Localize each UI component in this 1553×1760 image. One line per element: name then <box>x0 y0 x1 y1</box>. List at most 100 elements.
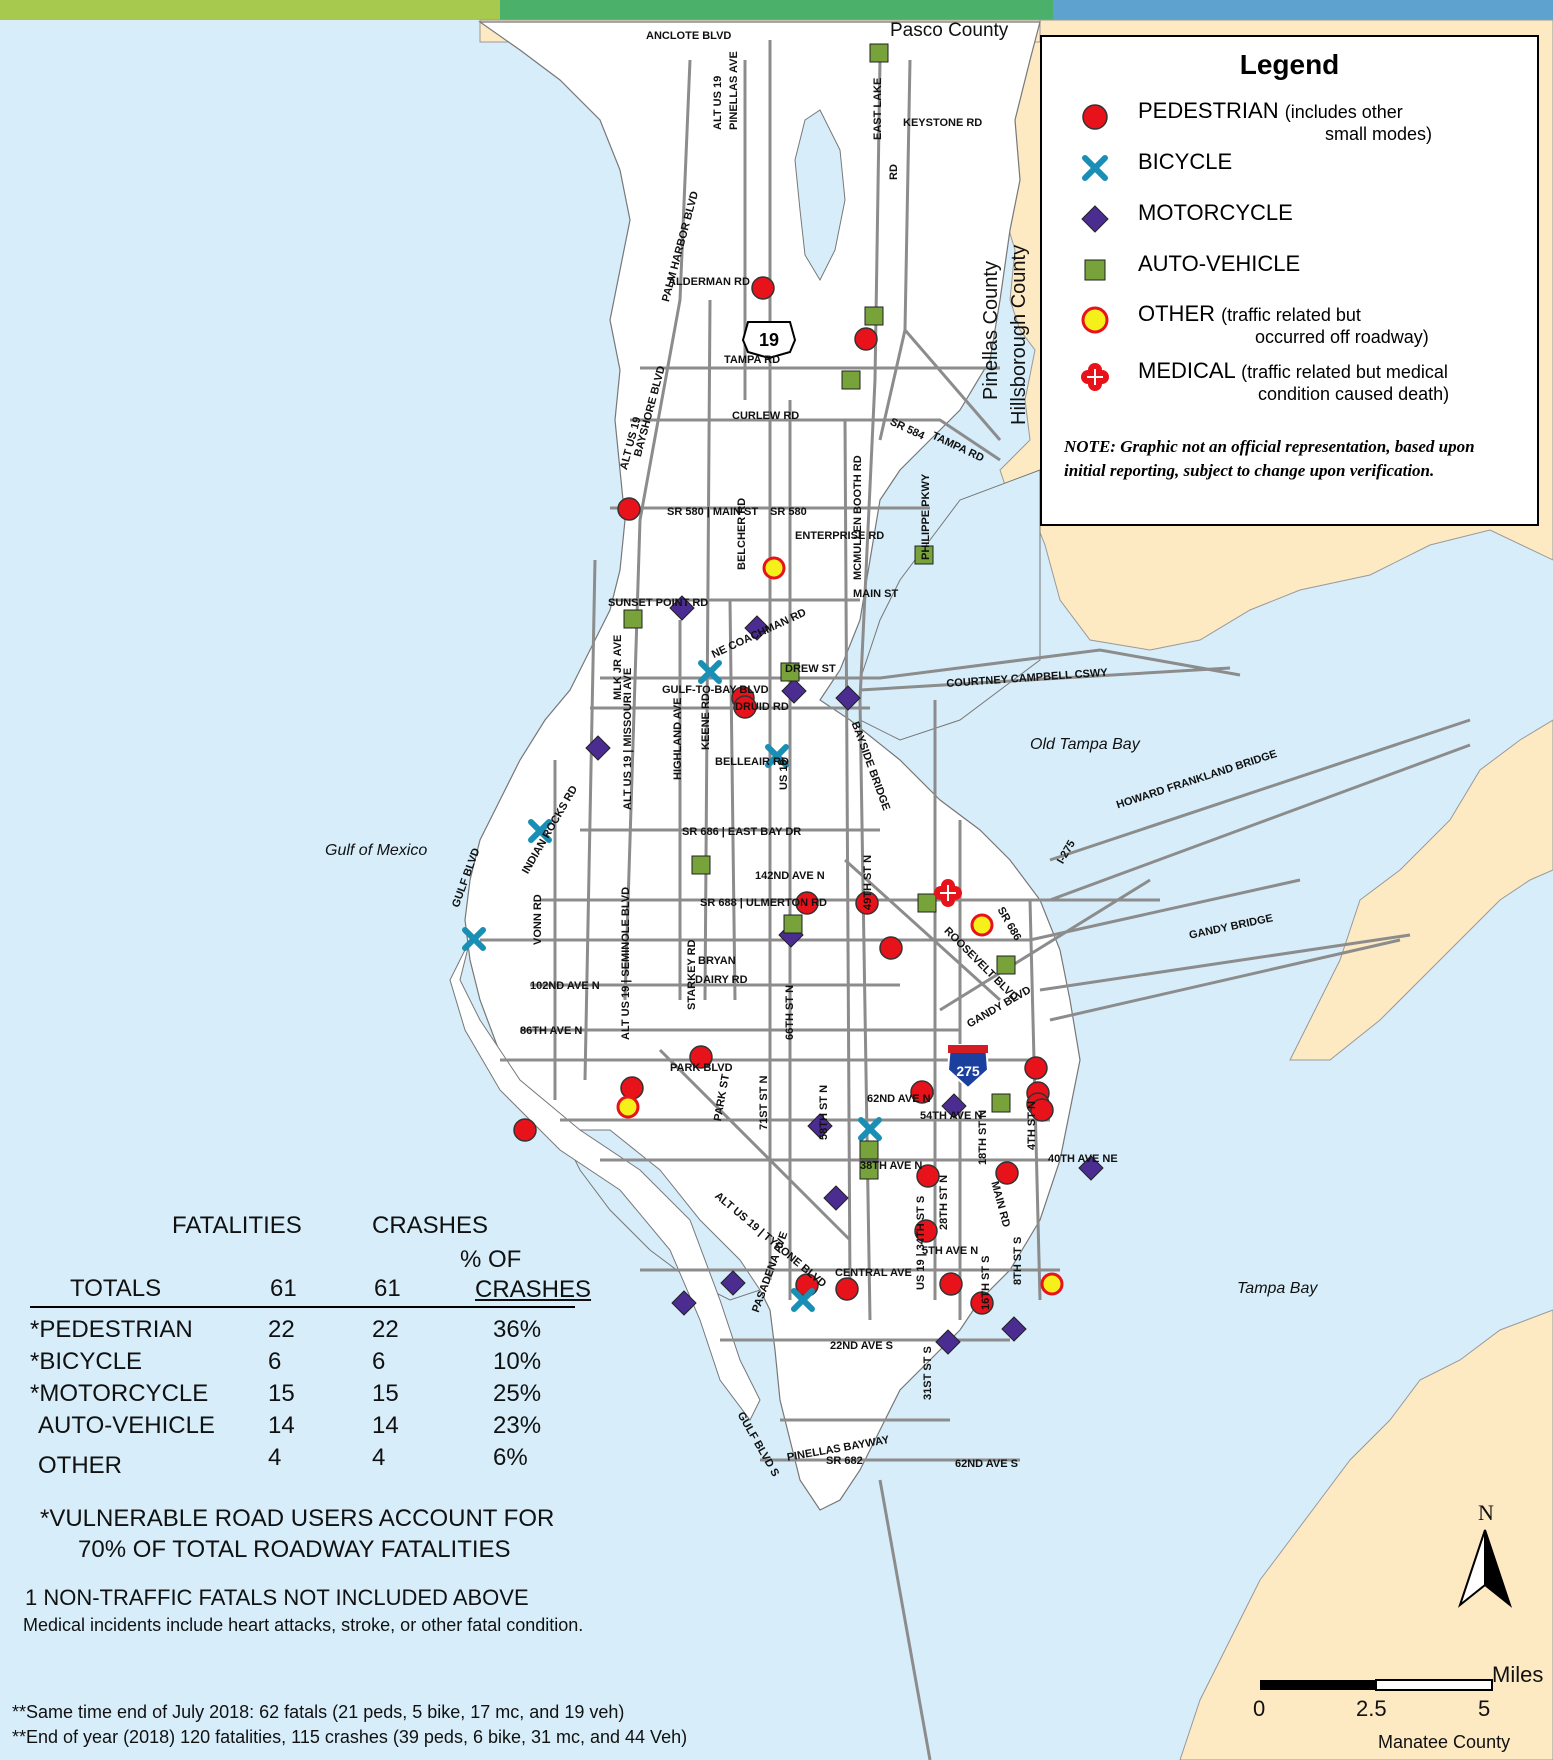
bridges <box>859 666 1471 992</box>
top-bar-green-light <box>0 0 500 20</box>
vulnerable-line-1: *VULNERABLE ROAD USERS ACCOUNT FOR <box>40 1505 555 1532</box>
stat-row-label: *BICYCLE <box>30 1348 143 1375</box>
road-label: SUNSET POINT RD <box>608 597 709 609</box>
road-label: 58TH ST N <box>818 1084 830 1140</box>
road-label: ALT US 19 <box>712 75 724 130</box>
road-label: TAMPA RD <box>724 354 781 366</box>
auto-vehicle-marker <box>841 370 861 390</box>
road-label: 62ND AVE S <box>955 1458 1018 1470</box>
pedestrian-marker <box>751 276 775 300</box>
footnote-year-end: **End of year (2018) 120 fatalities, 115… <box>12 1727 688 1747</box>
road-label: US 19 <box>778 759 790 790</box>
motorcycle-marker <box>669 595 695 621</box>
road-label: PHILIPPE PKWY <box>920 473 932 560</box>
road-label: ANCLOTE BLVD <box>646 30 732 42</box>
legend-pedestrian-text: PEDESTRIAN <box>1138 98 1279 123</box>
other-marker <box>970 913 994 937</box>
legend-other-label: OTHER (traffic related but <box>1138 301 1361 327</box>
road-label: 4TH ST N <box>1026 1101 1038 1150</box>
us19-shield-number: 19 <box>759 330 779 350</box>
stat-row-label: *PEDESTRIAN <box>30 1316 193 1343</box>
road-label: CENTRAL AVE <box>835 1267 912 1279</box>
pedestrian-marker <box>916 1164 940 1188</box>
top-bar-green <box>500 0 1053 20</box>
scale-tick-5: 5 <box>1478 1696 1491 1721</box>
road-label: 22ND AVE S <box>830 1340 893 1352</box>
motorcycle-marker <box>1001 1316 1027 1342</box>
manatee-county-label: Manatee County <box>1378 1732 1511 1752</box>
pedestrian-marker <box>914 1219 938 1243</box>
road-label: BELLEAIR RD <box>715 756 789 768</box>
non-traffic-note: 1 NON-TRAFFIC FATALS NOT INCLUDED ABOVE <box>25 1585 529 1610</box>
scale-tick-2-5: 2.5 <box>1356 1696 1387 1721</box>
other-marker <box>616 1095 640 1119</box>
legend-pedestrian-label: PEDESTRIAN (includes other <box>1138 98 1403 124</box>
legend-pedestrian-sub2: small modes) <box>1325 124 1433 144</box>
stat-row-pct: 6% <box>493 1444 528 1471</box>
totals-label: TOTALS <box>70 1275 162 1302</box>
medical-marker-cross <box>940 885 956 901</box>
crash-markers <box>462 43 1104 1355</box>
road-label: BRYAN <box>698 955 736 967</box>
pedestrian-marker <box>855 891 879 915</box>
road-label: HIGHLAND AVE <box>672 697 684 781</box>
stat-row-label: *MOTORCYCLE <box>30 1380 209 1407</box>
pedestrian-marker <box>995 1161 1019 1185</box>
road-label: DAIRY RD <box>695 974 748 986</box>
stat-row-pct: 23% <box>493 1412 542 1439</box>
vulnerable-line-2: 70% OF TOTAL ROADWAY FATALITIES <box>78 1536 511 1563</box>
tampa-bay-label: Tampa Bay <box>1237 1280 1318 1297</box>
auto-vehicle-marker <box>914 545 934 565</box>
road-label: DRUID RD <box>735 701 789 713</box>
motorcycle-marker <box>585 735 611 761</box>
road-label: DREW ST <box>785 663 836 675</box>
col-pct: % OF <box>460 1246 522 1273</box>
i275-shield-number: 275 <box>956 1063 980 1079</box>
auto-vehicle-marker <box>869 43 889 63</box>
motorcycle-marker <box>835 685 861 711</box>
stat-row-fatalities: 14 <box>268 1412 295 1439</box>
bicycle-marker <box>858 1117 882 1141</box>
stat-row-pct: 36% <box>493 1316 542 1343</box>
pedestrian-icon <box>1082 104 1108 130</box>
legend-bicycle-label: BICYCLE <box>1138 149 1233 174</box>
road-label: ALT US 19 | MISSOURI AVE <box>622 667 634 810</box>
legend-motorcycle-label: MOTORCYCLE <box>1138 200 1293 225</box>
auto-vehicle-marker <box>917 893 937 913</box>
stat-row-label: AUTO-VEHICLE <box>38 1412 215 1439</box>
interbay-peninsula <box>1289 719 1553 1061</box>
medical-incidents-note: Medical incidents include heart attacks,… <box>23 1615 584 1635</box>
stat-row-fatalities: 4 <box>268 1444 282 1471</box>
road-label: 102ND AVE N <box>530 980 600 992</box>
col-pct2: CRASHES <box>475 1276 592 1303</box>
road-label: ALT US 19 | SEMINOLE BLVD <box>620 886 632 1040</box>
road-label: VONN RD <box>532 894 544 945</box>
road-label: SR 580 | MAIN ST <box>667 506 759 518</box>
legend-other-sub2: occurred off roadway) <box>1255 327 1429 347</box>
motorcycle-marker <box>807 1113 833 1139</box>
auto-vehicle-icon <box>1084 259 1106 281</box>
road-label: MCMULLEN BOOTH RD <box>852 455 864 580</box>
road-label: GULF-TO-BAY BLVD <box>662 684 769 696</box>
road-label: MAIN ST <box>853 588 899 600</box>
hillsborough-county-label: Hillsborough County <box>1008 244 1030 425</box>
pinellas-county-label: Pinellas County <box>980 261 1002 400</box>
road-label: SR 682 <box>826 1455 863 1467</box>
other-icon <box>1081 306 1109 334</box>
road-network <box>480 40 1471 1760</box>
road-label: SR 688 | ULMERTON RD <box>700 897 827 909</box>
scale-miles-label: Miles <box>1492 1662 1544 1687</box>
pedestrian-marker <box>939 1272 963 1296</box>
stat-row-crashes: 14 <box>372 1412 399 1439</box>
top-bar-blue <box>1053 0 1553 20</box>
north-label: N <box>1478 1500 1494 1525</box>
road-label: PARK BLVD <box>670 1062 733 1074</box>
scale-tick-0: 0 <box>1253 1696 1266 1721</box>
road-label: ENTERPRISE RD <box>795 530 885 542</box>
road-label: 142ND AVE N <box>755 870 825 882</box>
road-label: 62ND AVE N <box>867 1093 931 1105</box>
road-label: ALDERMAN RD <box>668 276 750 288</box>
pedestrian-marker <box>689 1045 713 1069</box>
road-label: SR 686 | EAST BAY DR <box>682 826 802 838</box>
pedestrian-marker <box>970 1291 994 1315</box>
